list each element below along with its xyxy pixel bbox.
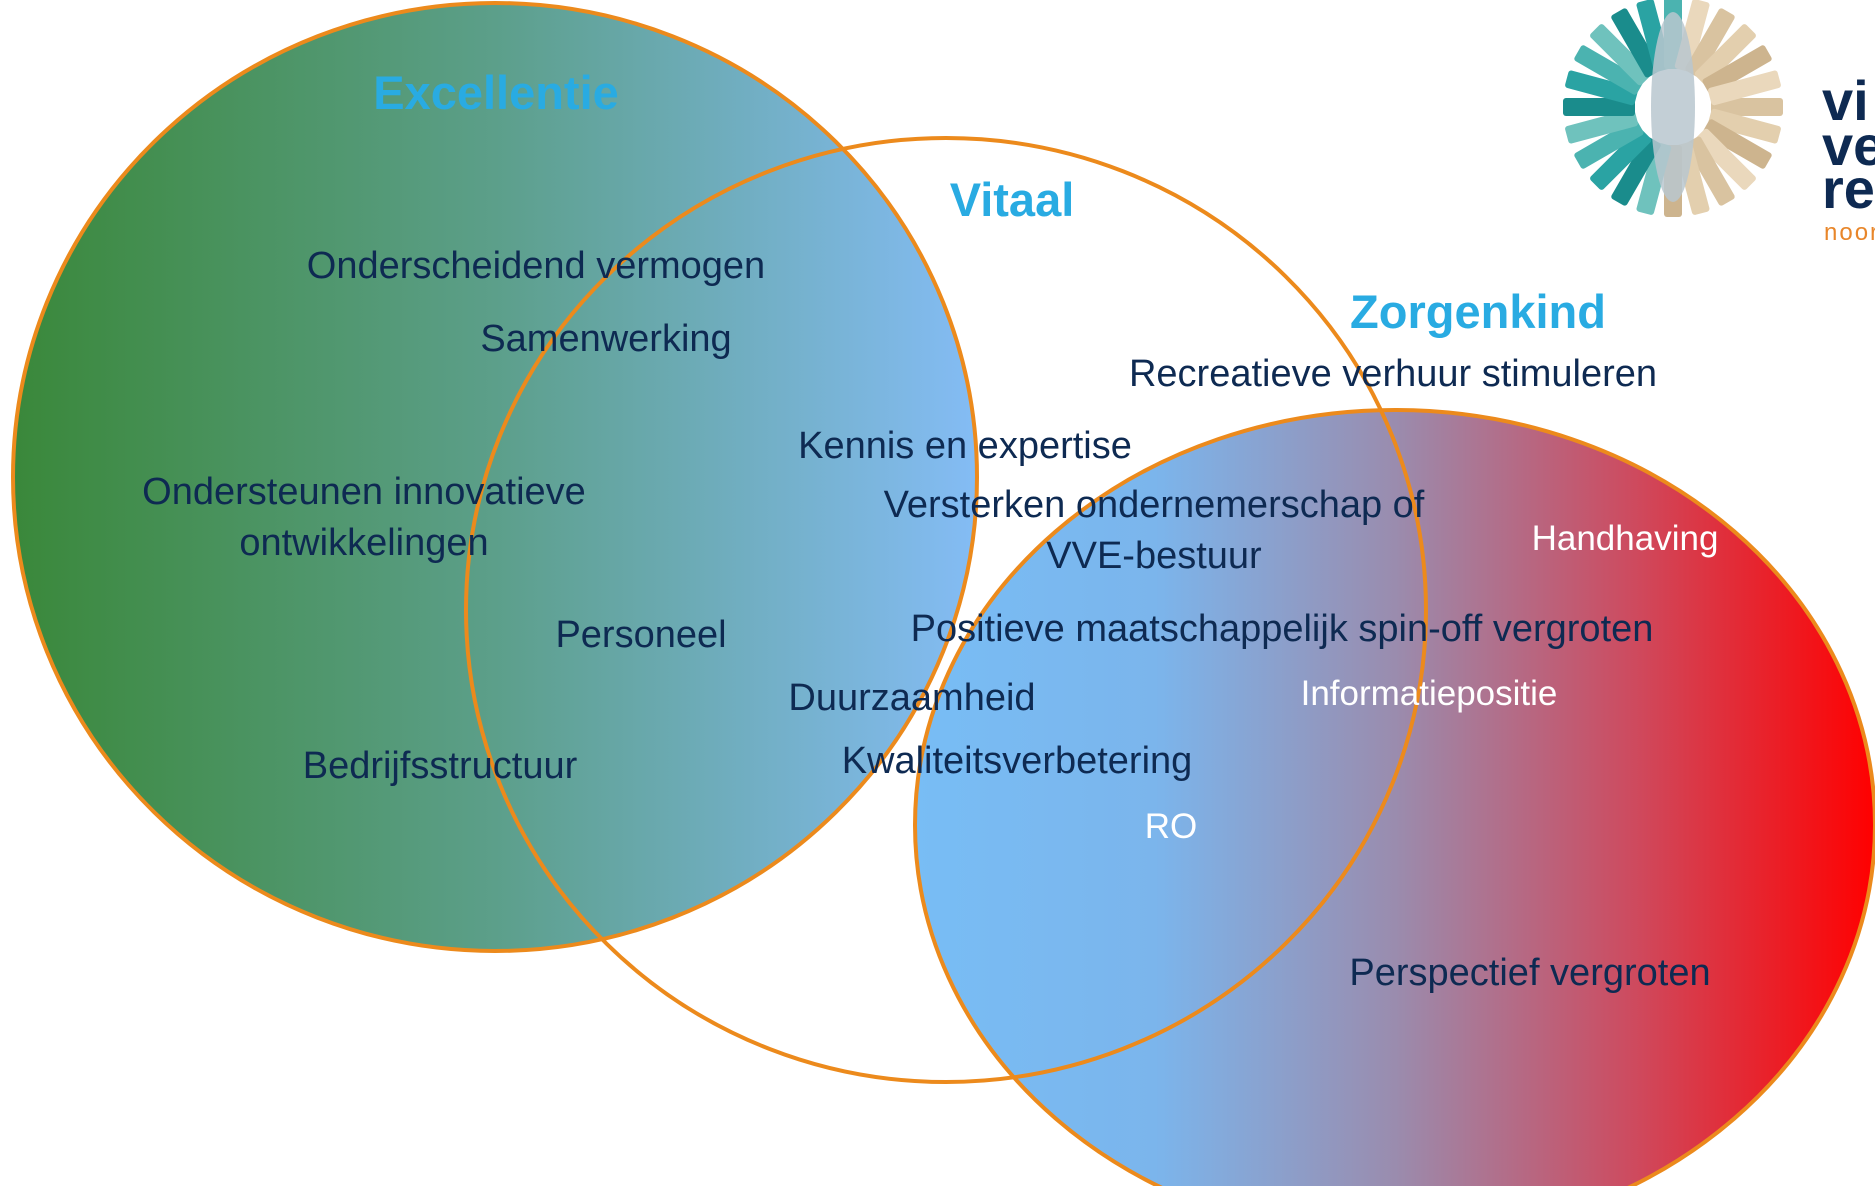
logo-ray (1590, 128, 1652, 190)
item-kennis-en-expertise: Kennis en expertise (798, 425, 1132, 467)
logo-ray (1685, 136, 1735, 206)
item-onderscheidend-vermogen: Onderscheidend vermogen (307, 245, 765, 287)
title-zorgenkind: Zorgenkind (1350, 285, 1606, 338)
vitaal-circle (464, 136, 1428, 1084)
logo-ray (1565, 70, 1638, 106)
logo-ray (1702, 45, 1772, 95)
item-versterken-line1: Versterken ondernemerschap of (884, 484, 1425, 526)
title-excellentie: Excellentie (373, 66, 619, 119)
logo-text-line2: ve (1822, 114, 1875, 177)
logo-text-line1: vi (1822, 69, 1869, 132)
item-ondersteunen-line1: Ondersteunen innovatieve (142, 471, 586, 513)
logo-ray (1694, 128, 1756, 190)
title-vitaal: Vitaal (950, 173, 1075, 226)
item-samenwerking: Samenwerking (480, 318, 731, 360)
zorgenkind-circle-outline (913, 408, 1875, 1186)
sunburst-logo-icon (1563, 0, 1783, 217)
item-positieve-spin-off: Positieve maatschappelijk spin-off vergr… (911, 608, 1654, 650)
zorgenkind-circle (915, 410, 1875, 1186)
logo-ray (1611, 136, 1661, 206)
logo-ray (1711, 98, 1783, 116)
logo-ray (1708, 108, 1781, 144)
logo-ray (1574, 119, 1644, 169)
logo-ray (1694, 24, 1756, 86)
item-personeel: Personeel (555, 614, 726, 656)
logo-ray (1611, 8, 1661, 78)
item-ondersteunen-line2: ontwikkelingen (239, 522, 488, 564)
logo-ray (1708, 70, 1781, 106)
excellentie-circle-outline (11, 1, 979, 953)
item-kwaliteitsverbetering: Kwaliteitsverbetering (842, 740, 1193, 782)
logo-ray (1565, 108, 1638, 144)
item-duurzaamheid: Duurzaamheid (788, 677, 1035, 719)
logo-ray (1563, 98, 1635, 116)
item-handhaving: Handhaving (1532, 519, 1719, 558)
logo-subtext: noor (1824, 219, 1875, 246)
excellentie-circle (13, 3, 977, 951)
logo-ray (1574, 45, 1644, 95)
item-ro: RO (1145, 807, 1198, 846)
item-recreatieve-verhuur: Recreatieve verhuur stimuleren (1129, 353, 1657, 395)
logo-ray (1590, 24, 1652, 86)
item-bedrijfsstructuur: Bedrijfsstructuur (303, 745, 578, 787)
item-versterken-line2: VVE-bestuur (1046, 535, 1262, 577)
item-perspectief-vergroten: Perspectief vergroten (1349, 952, 1710, 994)
logo-ray (1702, 119, 1772, 169)
item-informatiepositie: Informatiepositie (1301, 674, 1558, 713)
logo-ray (1685, 8, 1735, 78)
logo-text-line3: re (1822, 157, 1875, 220)
